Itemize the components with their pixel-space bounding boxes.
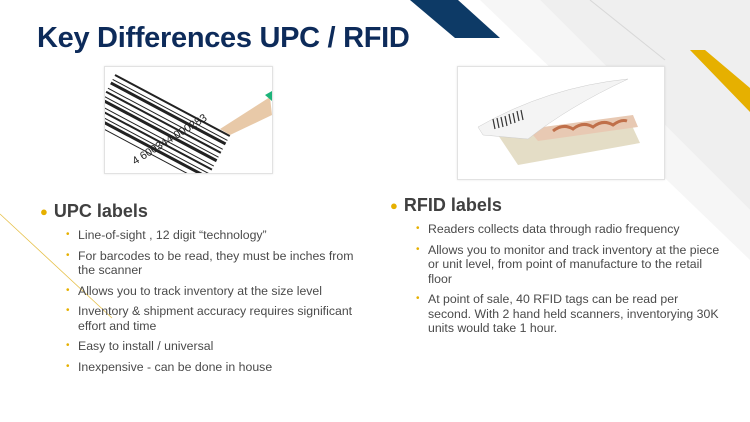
list-item: Inexpensive - can be done in house: [66, 360, 360, 375]
list-item: Allows you to track inventory at the siz…: [66, 284, 360, 299]
rfid-section: ● RFID labels Readers collects data throu…: [390, 195, 720, 336]
list-item: Line-of-sight , 12 digit “technology”: [66, 228, 360, 243]
list-item: At point of sale, 40 RFID tags can be re…: [416, 292, 720, 336]
bullet-icon: ●: [390, 198, 398, 213]
rfid-heading: RFID labels: [403, 195, 502, 215]
rfid-tag-illustration: [477, 78, 640, 165]
rfid-bullet-list: Readers collects data through radio freq…: [390, 222, 720, 336]
gold-thin-line: [0, 213, 113, 319]
list-item: Easy to install / universal: [66, 339, 360, 354]
list-item: Readers collects data through radio freq…: [416, 222, 720, 237]
rfid-tag-image: [457, 66, 665, 180]
upc-heading: UPC labels: [53, 201, 148, 221]
list-item: For barcodes to be read, they must be in…: [66, 249, 360, 278]
thin-diagonal-line: [589, 0, 666, 61]
list-item: Inventory & shipment accuracy requires s…: [66, 304, 360, 333]
list-item: Allows you to monitor and track inventor…: [416, 243, 720, 287]
upc-section: ● UPC labels Line-of-sight , 12 digit “te…: [40, 201, 360, 374]
gold-stripe: [690, 50, 750, 112]
barcode-image: 4 600344 000283: [89, 66, 273, 184]
page-title: Key Differences UPC / RFID: [37, 22, 410, 54]
barcode-pencil-illustration: 4 600344 000283: [89, 74, 272, 184]
bullet-icon: ●: [40, 204, 48, 219]
upc-bullet-list: Line-of-sight , 12 digit “technology” Fo…: [40, 228, 360, 374]
pencil-icon: [220, 97, 272, 135]
navy-stripe: [410, 0, 500, 38]
